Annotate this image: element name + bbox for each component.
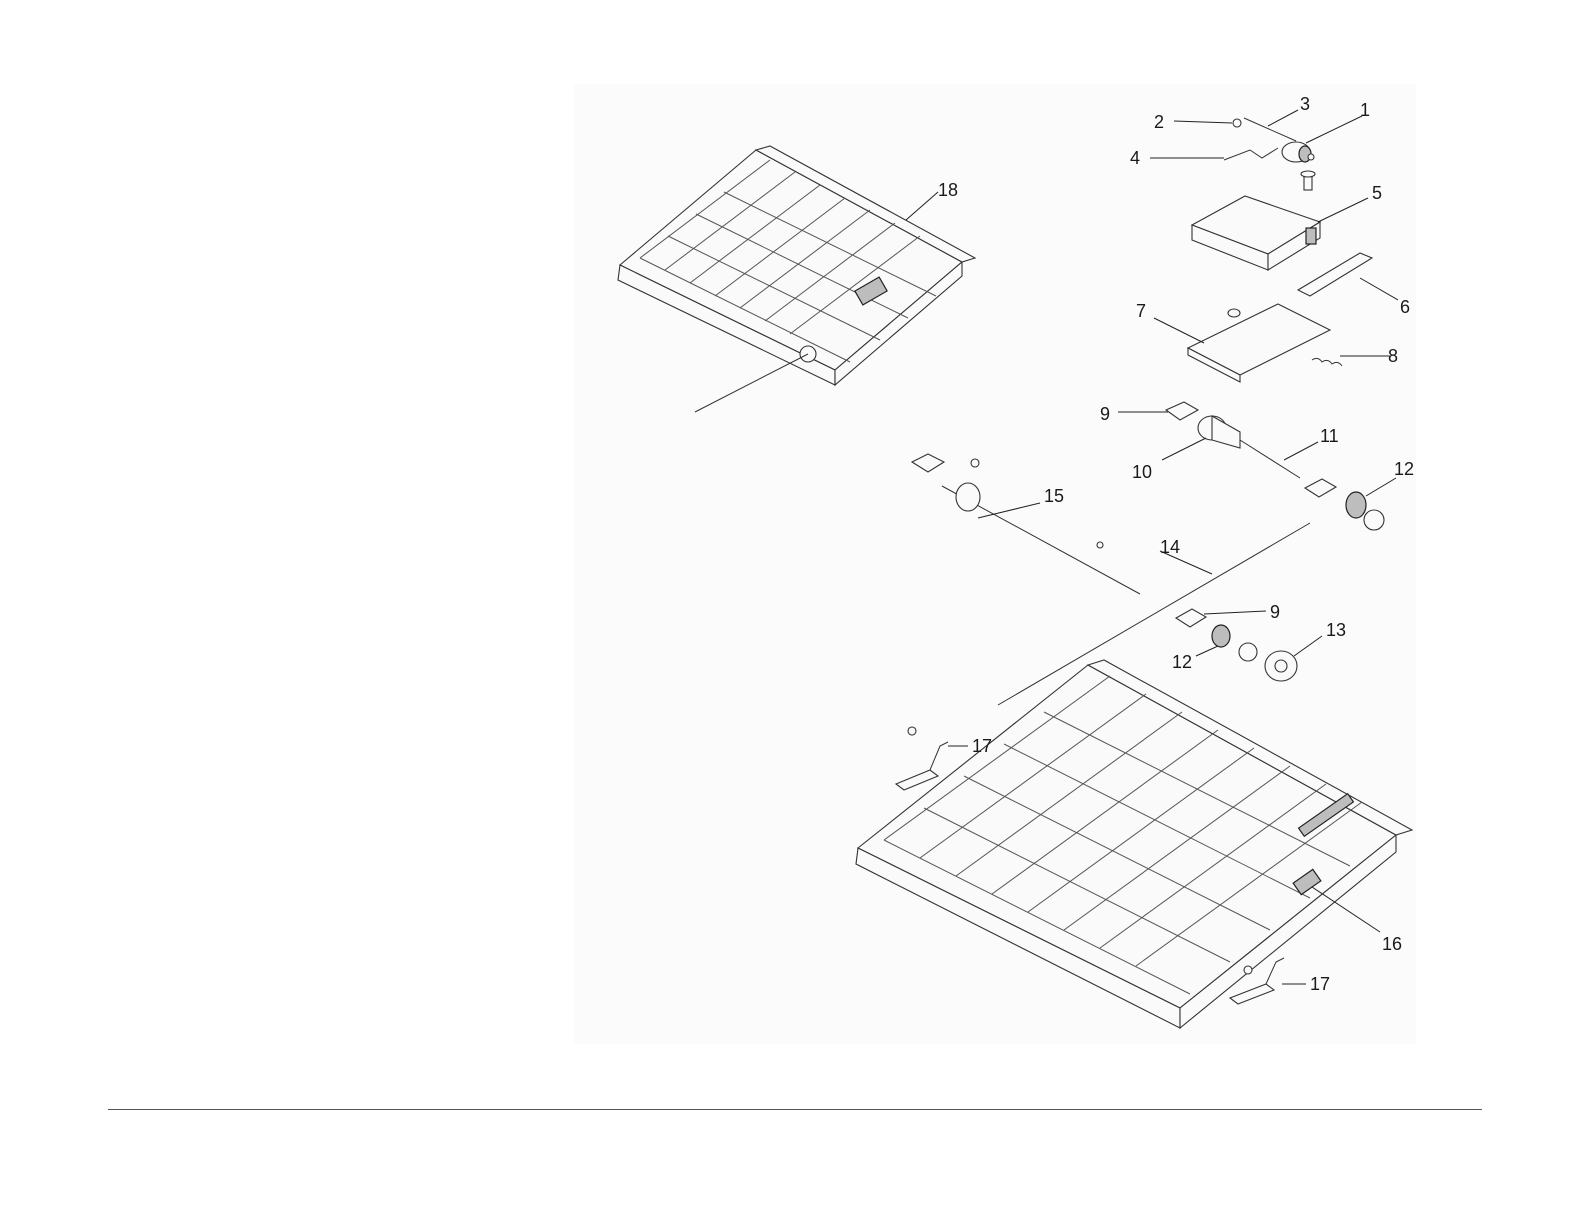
callout-13: 13: [1326, 620, 1346, 640]
callout-18: 18: [938, 180, 958, 200]
callout-8: 8: [1388, 346, 1398, 366]
part-13-gear-wheel: [1265, 651, 1297, 681]
part-2-ring: [1233, 119, 1241, 127]
callout-10: 10: [1132, 462, 1152, 482]
part-2-ring-2: [1308, 154, 1314, 160]
callout-16: 16: [1382, 934, 1402, 954]
callout-5: 5: [1372, 183, 1382, 203]
callout-12-lower: 12: [1172, 652, 1192, 672]
callout-17-lower: 17: [1310, 974, 1330, 994]
callout-4: 4: [1130, 148, 1140, 168]
callout-1: 1: [1360, 100, 1370, 120]
callout-15: 15: [1044, 486, 1064, 506]
callout-14: 14: [1160, 537, 1180, 557]
callout-2: 2: [1154, 112, 1164, 132]
callout-3: 3: [1300, 94, 1310, 114]
callout-12-upper: 12: [1394, 459, 1414, 479]
callout-9-upper: 9: [1100, 404, 1110, 424]
callout-6: 6: [1400, 297, 1410, 317]
footer-divider: [108, 1109, 1482, 1110]
callout-9-lower: 9: [1270, 602, 1280, 622]
part-1-roller: [1282, 142, 1311, 162]
callout-17-upper: 17: [972, 736, 992, 756]
callout-7: 7: [1136, 301, 1146, 321]
callout-11: 11: [1320, 426, 1339, 446]
